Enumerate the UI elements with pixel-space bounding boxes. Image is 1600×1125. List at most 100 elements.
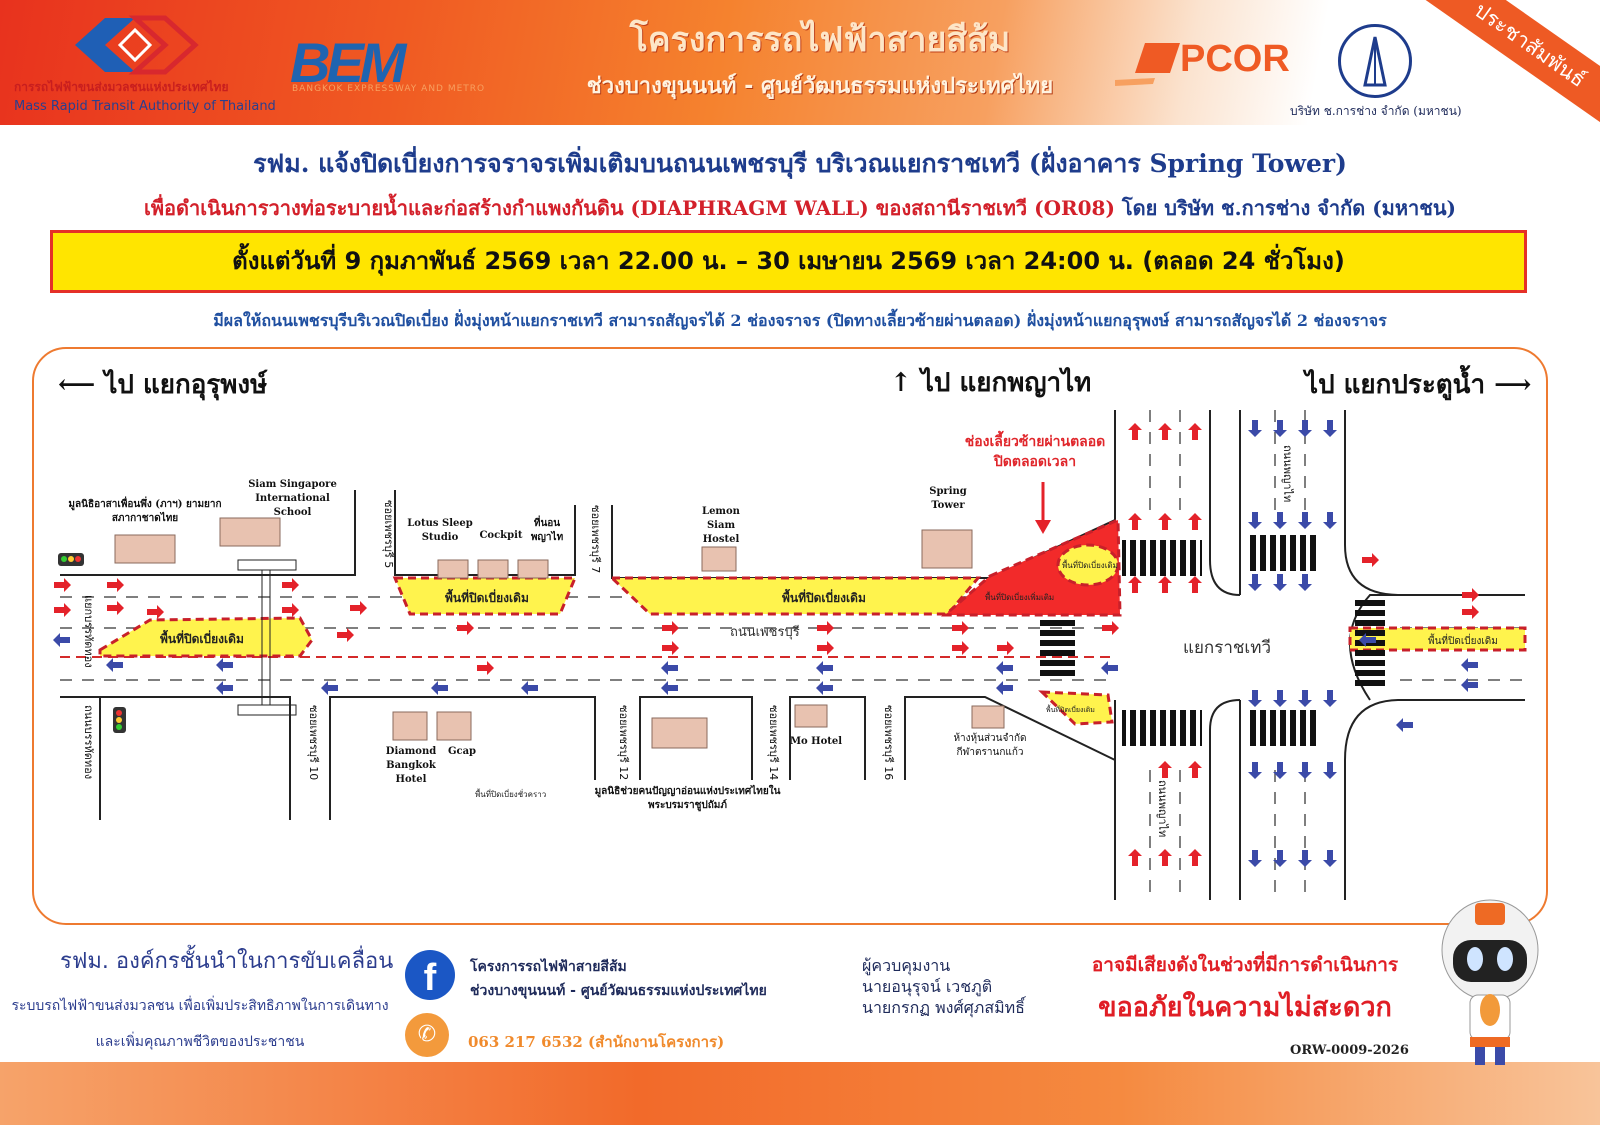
mrta-name-th: การรถไฟฟ้าขนส่งมวลชนแห่งประเทศไทย: [14, 80, 229, 94]
traffic-arrow-l-icon: [816, 661, 833, 675]
place-label: Lemon Siam Hostel: [702, 506, 740, 545]
traffic-arrow-u-icon: [1188, 576, 1202, 593]
crosswalks: [1040, 535, 1385, 746]
pcor-logo: PCOR: [1180, 38, 1290, 80]
closure-added-label: พื้นที่ปิดเบี่ยงเพิ่มเติม: [985, 591, 1054, 602]
place-label: Cockpit: [479, 530, 523, 541]
traffic-arrow-u-icon: [1128, 423, 1142, 440]
traffic-arrow-r-icon: [147, 605, 164, 619]
road-label-phayathai: ถนนพญาไท: [1281, 445, 1294, 503]
date-range-box: ตั้งแต่วันที่ 9 กุมภาพันธ์ 2569 เวลา 22.…: [50, 230, 1527, 293]
mrta-name-en: Mass Rapid Transit Authority of Thailand: [14, 99, 276, 114]
direction-left-label: ไป แยกอุรุพงษ์: [104, 370, 268, 400]
traffic-arrow-r-icon: [107, 601, 124, 615]
traffic-arrow-d-icon: [1248, 762, 1262, 779]
slogan-text: ระบบรถไฟฟ้าขนส่งมวลชน เพื่อเพิ่มประสิทธิ…: [10, 988, 390, 1060]
arrow-left-icon: ⟵: [58, 370, 105, 400]
facebook-line2: ช่วงบางขุนนนท์ - ศูนย์วัฒนธรรมแห่งประเทศ…: [470, 983, 767, 999]
traffic-arrow-r-icon: [817, 641, 834, 655]
building-icon: [517, 559, 549, 579]
traffic-arrow-l-icon: [816, 681, 833, 695]
supervisor-name: นายกรกฏ พงศ์ศุภสมิทธิ์: [862, 998, 1025, 1017]
closure-label: พื้นที่ปิดเบี่ยงเดิม: [1428, 633, 1498, 647]
traffic-arrow-u-icon: [1188, 513, 1202, 530]
closed-note-line1: ช่องเลี้ยวซ้ายผ่านตลอด: [964, 434, 1106, 450]
building-icon: [114, 534, 176, 564]
place-label: Lotus Sleep Studio: [407, 518, 473, 543]
soi-label: ซอยเพชรบุรี 7: [589, 505, 602, 574]
soi-label: ซอยเพชรบุรี 16: [882, 705, 895, 781]
road-label-banthat-junction: แยกบรรทัดทอง: [82, 595, 95, 668]
traffic-arrow-r-icon: [54, 578, 71, 592]
traffic-arrow-d-icon: [1323, 850, 1337, 867]
traffic-light-icon: [113, 707, 126, 733]
traffic-arrow-u-icon: [1158, 761, 1172, 778]
traffic-arrow-r-icon: [817, 621, 834, 635]
traffic-arrow-l-icon: [321, 681, 338, 695]
traffic-arrow-l-icon: [216, 681, 233, 695]
traffic-arrow-r-icon: [1362, 553, 1379, 567]
phone-number[interactable]: 063 217 6532 (สำนักงานโครงการ): [468, 1033, 725, 1051]
facebook-icon[interactable]: f: [405, 950, 455, 1000]
traffic-arrow-u-icon: [1128, 513, 1142, 530]
project-subtitle: ช่วงบางขุนนนท์ - ศูนย์วัฒนธรรมแห่งประเทศ…: [586, 74, 1054, 99]
traffic-arrow-u-icon: [1158, 513, 1172, 530]
closure-label: พื้นที่ปิดเบี่ยงเดิม: [782, 588, 866, 605]
notice-purpose: เพื่อดำเนินการวางท่อระบายน้ำและก่อสร้างก…: [0, 192, 1600, 224]
traffic-arrow-r-icon: [1102, 621, 1119, 635]
bottom-banner: [0, 1062, 1600, 1125]
traffic-arrow-d-icon: [1248, 690, 1262, 707]
mrta-logo: [75, 15, 199, 75]
traffic-arrow-d-icon: [1298, 762, 1312, 779]
supervisor-title: ผู้ควบคุมงาน: [862, 956, 951, 975]
soi-label: ซอยเพชรบุรี 5: [382, 500, 395, 569]
building-icon: [794, 704, 828, 728]
closure-area-existing: [98, 616, 314, 658]
traffic-arrow-d-icon: [1298, 850, 1312, 867]
pcor-train-icon: [1115, 43, 1180, 86]
noise-warning: อาจมีเสียงดังในช่วงที่มีการดำเนินการ: [1091, 954, 1399, 976]
traffic-arrow-u-icon: [1188, 849, 1202, 866]
slogan-line1: ระบบรถไฟฟ้าขนส่งมวลชน เพื่อเพิ่มประสิทธิ…: [11, 998, 389, 1014]
temporary-closure-label: พื้นที่ปิดเบี่ยงชั่วคราว: [475, 788, 546, 799]
facebook-line1: โครงการรถไฟฟ้าสายสีส้ม: [470, 959, 627, 975]
closure-label: พื้นที่ปิดเบี่ยงเดิม: [160, 629, 244, 646]
traffic-arrow-d-icon: [1248, 850, 1262, 867]
traffic-arrow-d-icon: [1298, 574, 1312, 591]
closure-label: พื้นที่ปิดเบี่ยงเดิม: [445, 588, 529, 605]
traffic-arrow-d-icon: [1298, 420, 1312, 437]
place-label: ห้างหุ้นส่วนจำกัด กีฬาตรานกแก้ว: [953, 733, 1027, 758]
traffic-arrow-d-icon: [1323, 690, 1337, 707]
traffic-arrow-l-icon: [1101, 661, 1118, 675]
facebook-page-link[interactable]: โครงการรถไฟฟ้าสายสีส้มช่วงบางขุนนนท์ - ศ…: [470, 955, 767, 1003]
bem-subtitle: BANGKOK EXPRESSWAY AND METRO: [292, 84, 486, 94]
traffic-arrow-d-icon: [1273, 512, 1287, 529]
traffic-arrow-r-icon: [477, 661, 494, 675]
ch-karnchang-seal: [1338, 24, 1412, 98]
road-label-banthat: ถนนบรรทัดทอง: [82, 705, 95, 780]
traffic-arrow-r-icon: [337, 628, 354, 642]
traffic-arrow-r-icon: [54, 603, 71, 617]
traffic-arrow-d-icon: [1248, 420, 1262, 437]
header-banner: การรถไฟฟ้าขนส่งมวลชนแห่งประเทศไทย Mass R…: [0, 0, 1600, 139]
notice-title: รฟม. แจ้งปิดเบี่ยงการจราจรเพิ่มเติมบนถนน…: [253, 149, 1347, 178]
traffic-arrow-r-icon: [457, 621, 474, 635]
supervisor-name: นายอนุรุจน์ เวชภูติ: [862, 977, 993, 996]
place-label: Spring Tower: [929, 486, 967, 511]
place-label: ที่นอน พญาไท: [530, 518, 564, 543]
notice-contractor: โดย บริษัท ช.การช่าง จำกัด (มหาชน): [1121, 196, 1456, 220]
direction-right: ไป แยกประตูน้ำ ⟶: [1305, 364, 1531, 405]
traffic-arrow-r-icon: [282, 578, 299, 592]
traffic-arrow-d-icon: [1248, 512, 1262, 529]
traffic-arrow-l-icon: [431, 681, 448, 695]
traffic-arrow-l-icon: [661, 661, 678, 675]
traffic-arrow-r-icon: [1462, 605, 1479, 619]
traffic-arrow-l-icon: [1461, 658, 1478, 672]
document-number: ORW-0009-2026: [1290, 1043, 1409, 1058]
place-label: มูลนิธิช่วยคนปัญญาอ่อนแห่งประเทศไทยในพระ…: [594, 786, 781, 811]
direction-left: ⟵ ไป แยกอุรุพงษ์: [58, 364, 267, 405]
building-icon: [219, 517, 281, 547]
traffic-arrow-d-icon: [1323, 420, 1337, 437]
traffic-effect: มีผลให้ถนนเพชรบุรีบริเวณปิดเบี่ยง ฝั่งมุ…: [213, 311, 1387, 330]
